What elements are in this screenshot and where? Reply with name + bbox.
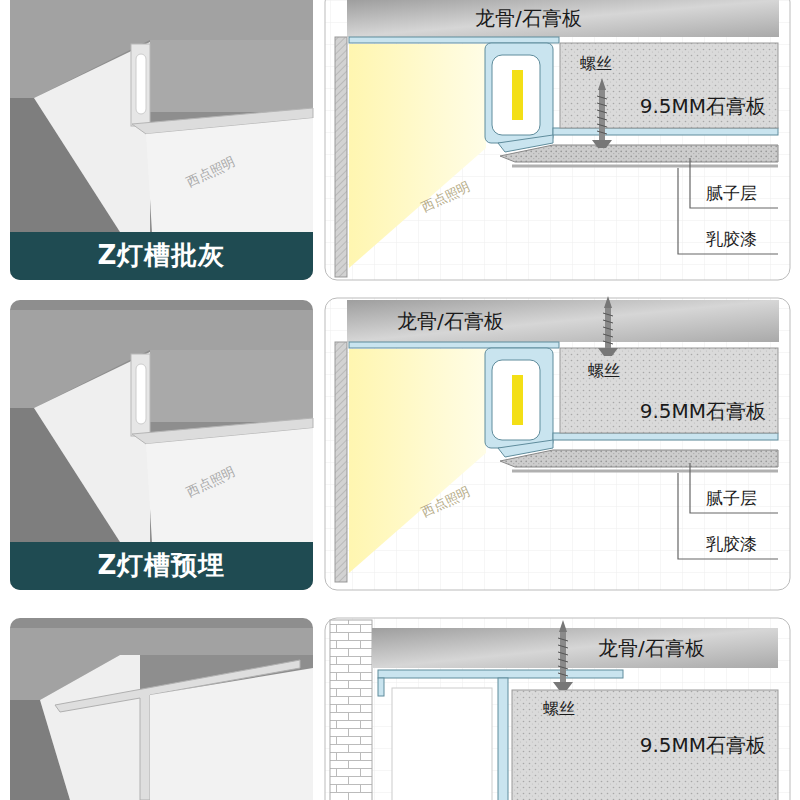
layer-callout: 腻子层 (706, 489, 757, 508)
screw-part (603, 313, 613, 344)
section-panel (325, 0, 790, 280)
ceiling-band: 龙骨/石膏板 (372, 628, 778, 668)
screw-part (558, 638, 568, 676)
screw-part (598, 78, 606, 90)
screw-part (604, 296, 612, 308)
band-label: 龙骨/石膏板 (475, 7, 582, 30)
board-label: 9.5MM石膏板 (640, 734, 766, 757)
section-panel (325, 618, 790, 800)
band-label: 龙骨/石膏板 (397, 310, 504, 333)
ceiling-band: 龙骨/石膏板 (347, 300, 779, 342)
ceiling-fill (347, 0, 779, 37)
screw-part (592, 140, 612, 148)
cavity (392, 688, 492, 800)
watermark: 西点照明 (419, 485, 472, 520)
screw-label: 螺丝 (580, 55, 612, 73)
ceiling-fill (372, 628, 778, 668)
section-drawing (335, 37, 778, 277)
soffit-render (150, 668, 313, 800)
watermark: 西点照明 (184, 155, 237, 190)
screw-part (559, 620, 567, 632)
caption-bar: Z灯槽预埋 (10, 542, 313, 590)
screw (592, 78, 612, 148)
lit-cove (40, 655, 140, 800)
watermark: 西点照明 (419, 180, 472, 215)
brick-wall (330, 620, 372, 800)
profile-lip (378, 678, 384, 696)
watermark: 西点照明 (184, 465, 237, 500)
ceiling-band: 龙骨/石膏板 (347, 0, 779, 37)
screw-part (553, 682, 573, 690)
render-panel (10, 0, 313, 280)
screw-label: 螺丝 (543, 700, 575, 718)
board-label: 9.5MM石膏板 (640, 95, 766, 118)
profile-stem (498, 678, 508, 800)
panel-title: Z灯槽批灰 (98, 241, 226, 271)
caption-bar: Z灯槽批灰 (10, 232, 313, 280)
screw (598, 296, 618, 356)
layer-callout: 腻子层 (706, 184, 757, 203)
screw-label: 螺丝 (588, 362, 620, 380)
screw-part (598, 348, 618, 356)
band-label: 龙骨/石膏板 (598, 637, 705, 660)
section-drawing (335, 342, 778, 582)
board-label: 9.5MM石膏板 (640, 400, 766, 423)
section-panel (325, 298, 790, 590)
gypsum-fill (512, 690, 778, 800)
panel-title: Z灯槽预埋 (98, 551, 226, 581)
gypsum-board: 9.5MM石膏板 (560, 348, 778, 433)
render-ground (10, 618, 313, 800)
layer-callout: 乳胶漆 (706, 230, 757, 249)
profile-flange (378, 670, 623, 678)
screw (553, 620, 573, 690)
layer-callout: 乳胶漆 (706, 535, 757, 554)
screw-part (597, 96, 607, 134)
ceiling-fill (347, 300, 779, 342)
render-panel (10, 300, 313, 590)
